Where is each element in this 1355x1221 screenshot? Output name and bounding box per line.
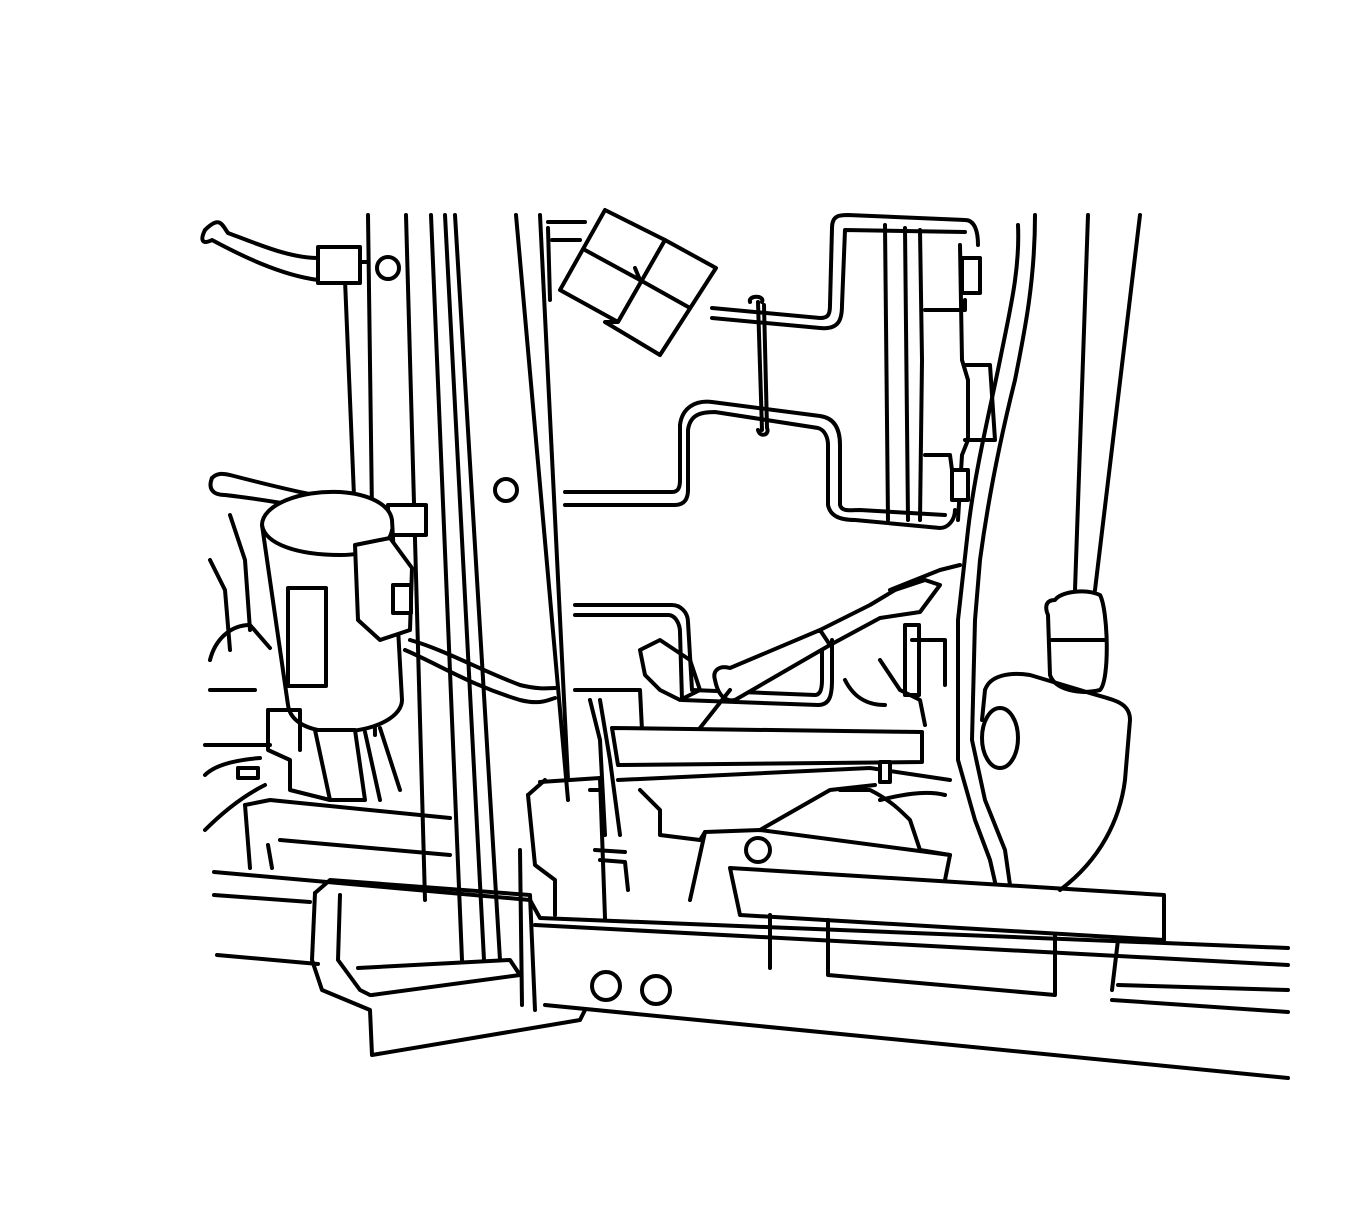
right-module-housing xyxy=(883,223,997,522)
upper-harness xyxy=(200,220,587,302)
lower-frame-rail xyxy=(212,870,1290,1080)
left-canister xyxy=(208,471,557,802)
door-pillar xyxy=(343,213,570,1007)
left-floor-pieces xyxy=(203,513,452,870)
upper-connector-block xyxy=(558,208,718,357)
lower-bracket xyxy=(310,878,587,1057)
central-wire-loops xyxy=(563,213,980,707)
right-lower-body xyxy=(980,671,1132,892)
right-vertical-hose xyxy=(956,213,1142,887)
pillar-base-plate xyxy=(526,776,630,920)
center-lower-structure xyxy=(573,563,962,857)
bolt-pair xyxy=(590,970,672,1006)
